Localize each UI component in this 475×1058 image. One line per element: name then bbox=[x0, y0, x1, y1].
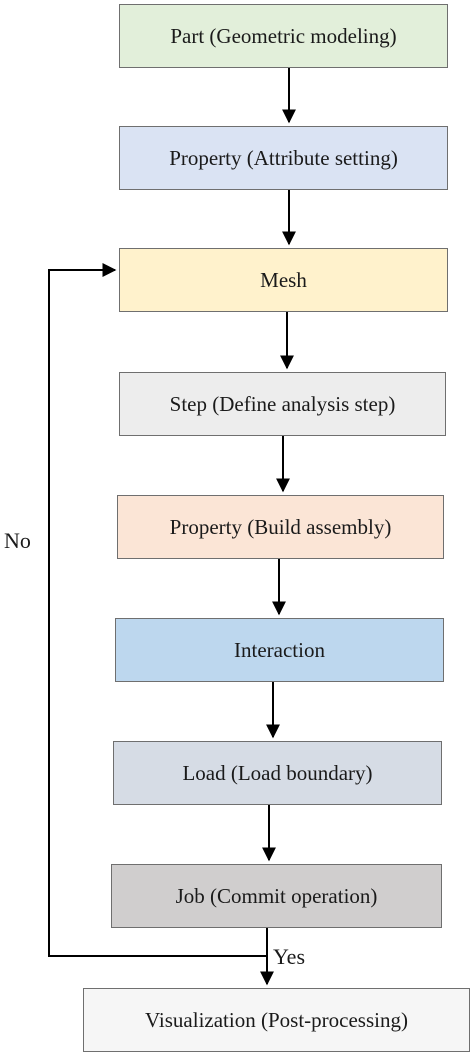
step-define-analysis: Step (Define analysis step) bbox=[119, 372, 446, 436]
step-visualization: Visualization (Post-processing) bbox=[83, 988, 470, 1052]
step-part-label: Part (Geometric modeling) bbox=[170, 23, 397, 48]
arrow-no-loop-to-mesh bbox=[48, 263, 267, 957]
branch-yes-label: Yes bbox=[273, 944, 306, 969]
step-property-attribute: Property (Attribute setting) bbox=[119, 126, 448, 190]
step-define-analysis-label: Step (Define analysis step) bbox=[169, 391, 396, 416]
step-build-assembly: Property (Build assembly) bbox=[117, 495, 444, 559]
step-part: Part (Geometric modeling) bbox=[119, 4, 448, 68]
step-load: Load (Load boundary) bbox=[113, 741, 442, 805]
step-mesh: Mesh bbox=[119, 248, 448, 312]
step-visualization-label: Visualization (Post-processing) bbox=[145, 1007, 408, 1032]
step-job: Job (Commit operation) bbox=[111, 864, 442, 928]
step-interaction: Interaction bbox=[115, 618, 444, 682]
step-mesh-label: Mesh bbox=[260, 267, 307, 292]
branch-no-label: No bbox=[4, 528, 31, 553]
step-job-label: Job (Commit operation) bbox=[175, 883, 378, 908]
step-property-attribute-label: Property (Attribute setting) bbox=[169, 145, 398, 170]
step-build-assembly-label: Property (Build assembly) bbox=[169, 514, 392, 539]
step-interaction-label: Interaction bbox=[234, 637, 325, 662]
step-load-label: Load (Load boundary) bbox=[182, 760, 373, 785]
